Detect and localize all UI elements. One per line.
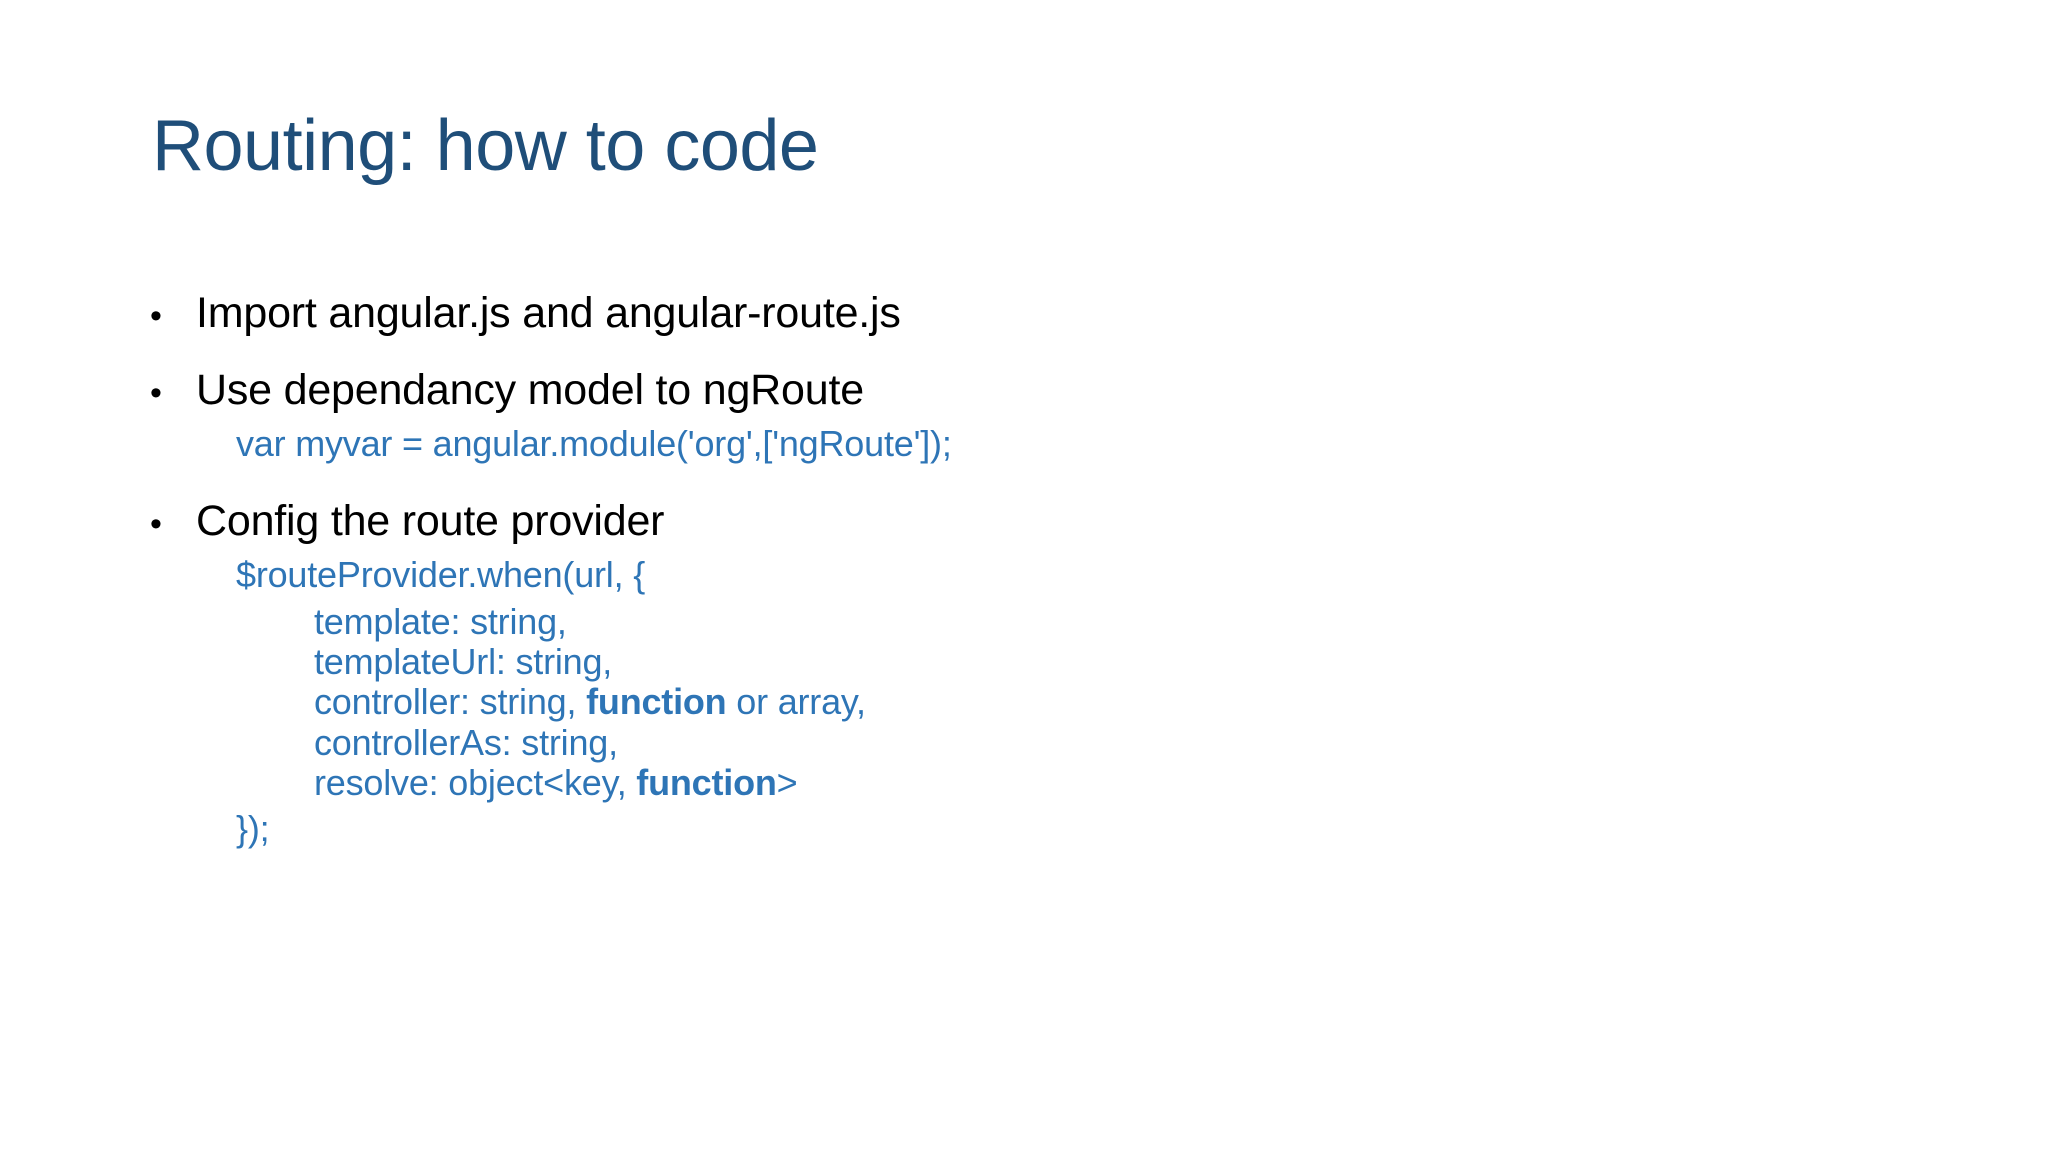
code-text-prefix: resolve: object<key, xyxy=(314,761,637,803)
code-text-prefix: controllerAs: string, xyxy=(314,721,618,763)
code-line-property-controlleras: controllerAs: string, xyxy=(314,721,1950,763)
code-keyword-bold: function xyxy=(636,761,777,803)
bullet-point-icon: • xyxy=(150,374,162,412)
code-text-prefix: templateUrl: string, xyxy=(314,640,613,682)
code-text-suffix: or array, xyxy=(726,681,866,723)
code-line-routeprovider-open: $routeProvider.when(url, { xyxy=(236,554,646,596)
bullet-label-config: Config the route provider xyxy=(196,497,665,546)
page-title: Routing: how to code xyxy=(152,106,819,186)
bullet-item-dependency: • Use dependancy model to ngRoute xyxy=(150,369,1950,412)
bullet-item-import: • Import angular.js and angular-route.js xyxy=(150,292,1950,335)
code-line-property-controller: controller: string, function or array, xyxy=(314,682,1950,722)
code-line-module: var myvar = angular.module('org',['ngRou… xyxy=(236,423,952,464)
code-keyword-bold: function xyxy=(586,681,727,723)
bullet-item-config: • Config the route provider xyxy=(150,500,1950,543)
code-text-suffix: > xyxy=(776,761,798,803)
bullet-point-icon: • xyxy=(150,505,162,544)
code-line-property-templateurl: templateUrl: string, xyxy=(314,640,1950,682)
code-line-routeprovider-close: }); xyxy=(236,808,270,850)
bullet-label-dependency: Use dependancy model to ngRoute xyxy=(196,366,864,414)
slide-body: • Import angular.js and angular-route.js… xyxy=(150,292,1950,850)
bullet-label-import: Import angular.js and angular-route.js xyxy=(196,289,901,337)
code-line-property-template: template: string, xyxy=(314,600,1950,642)
code-line-property-resolve: resolve: object<key, function> xyxy=(314,761,1950,803)
code-text-prefix: controller: string, xyxy=(314,681,587,723)
code-text-prefix: template: string, xyxy=(314,600,567,642)
bullet-point-icon: • xyxy=(150,297,162,335)
